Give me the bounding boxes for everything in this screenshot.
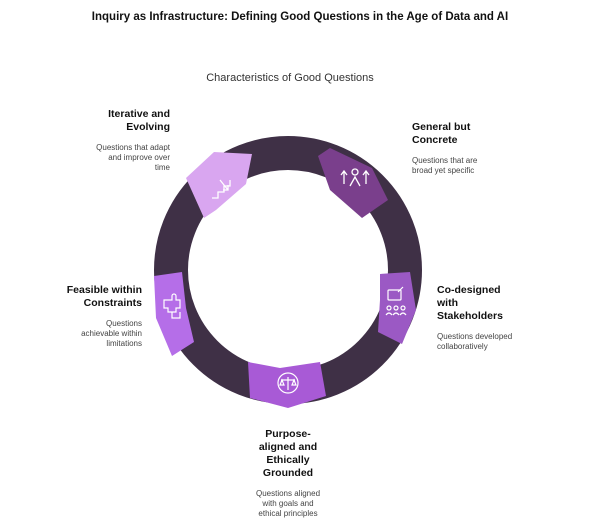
segment-purpose[interactable] [248, 362, 326, 408]
stage-purpose-heading: Purpose- aligned and Ethically Grounded [258, 428, 318, 479]
scales-icon [277, 372, 299, 394]
puzzle-icon [163, 293, 181, 319]
stage-general-desc: Questions that are broad yet specific [412, 156, 478, 175]
segment-general-shape [318, 148, 388, 218]
segment-purpose-shape [248, 362, 326, 408]
stage-iterative-heading: Iterative and Evolving [108, 108, 170, 133]
stage-general-heading: General but Concrete [412, 121, 471, 146]
stage-codesigned-desc: Questions developed collaboratively [437, 332, 513, 351]
stage-feasible-desc: Questions achievable within limitations [81, 319, 142, 348]
stage-purpose-desc: Questions aligned with goals and ethical… [255, 489, 321, 518]
collaboration-icon [385, 286, 407, 316]
segment-feasible-shape [154, 272, 194, 356]
segment-codesigned[interactable] [378, 272, 416, 344]
stage-iterative-desc: Questions that adapt and improve over ti… [96, 143, 170, 172]
page-title: Inquiry as Infrastructure: Defining Good… [91, 11, 509, 23]
stage-purpose: Purpose- aligned and Ethically Grounded … [230, 428, 346, 519]
stairs-icon [212, 179, 231, 199]
stage-codesigned: Co-designed with Stakeholders Questions … [437, 284, 557, 352]
stage-general: General but Concrete Questions that are … [412, 121, 532, 176]
segment-general[interactable] [318, 148, 388, 218]
diagram-subtitle: Characteristics of Good Questions [206, 72, 374, 84]
segment-iterative[interactable] [186, 152, 252, 218]
stage-feasible: Feasible within Constraints Questions ac… [20, 284, 142, 349]
segment-feasible[interactable] [154, 272, 194, 356]
stage-iterative: Iterative and Evolving Questions that ad… [40, 108, 170, 173]
segment-iterative-shape [186, 152, 252, 218]
stage-feasible-heading: Feasible within Constraints [66, 284, 142, 309]
stage-codesigned-heading: Co-designed with Stakeholders [437, 284, 503, 322]
segment-codesigned-shape [378, 272, 416, 344]
people-arrows-icon [340, 168, 370, 187]
